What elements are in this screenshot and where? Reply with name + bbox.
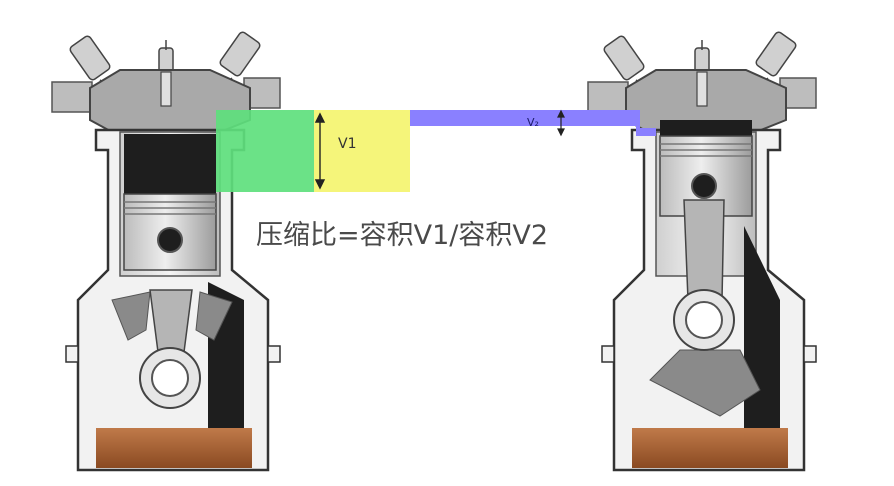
v1-arrow-icon [314,112,326,190]
right-combustion-chamber [660,120,752,136]
v1-volume-green [216,110,314,192]
v2-arrow-icon [557,109,565,137]
compression-ratio-formula: 压缩比=容积V1/容积V2 [256,220,549,251]
left-intake-port [51,81,93,113]
v2-volume-purple [410,110,656,136]
left-mount-lug-l [65,345,79,363]
left-spark-plug [160,71,172,107]
right-engine [587,31,817,472]
right-intake-port [587,81,629,113]
left-mount-lug-r [267,345,281,363]
left-oil-sump [96,428,252,468]
left-engine [51,31,281,472]
right-mount-lug-l [601,345,615,363]
left-piston [123,193,217,271]
left-combustion-chamber [124,134,216,194]
v2-label: V₂ [527,116,539,129]
v1-volume-yellow [314,110,410,192]
right-spark-plug [696,71,708,107]
right-connecting-rod [649,199,761,417]
left-connecting-rod [111,289,233,409]
v1-label: V1 [338,136,357,152]
right-mount-lug-r [803,345,817,363]
right-oil-sump [632,428,788,468]
